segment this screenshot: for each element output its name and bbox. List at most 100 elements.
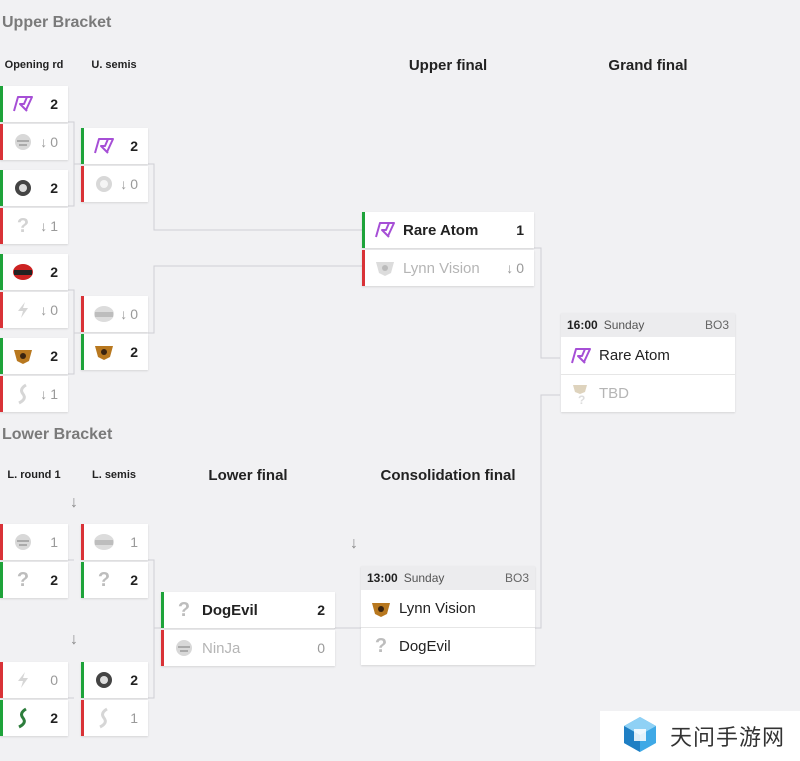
team-slot[interactable]: ↓0 — [81, 296, 148, 332]
team-score: 1 — [130, 534, 138, 550]
lynn-vision-logo-icon — [12, 345, 34, 367]
round-header-l-semis: L. semis — [91, 469, 137, 481]
svg-text:?: ? — [578, 393, 585, 405]
team-slot[interactable]: Rare Atom 1 — [362, 212, 534, 248]
team-score: 2 — [130, 138, 138, 154]
team-score: 2 — [50, 348, 58, 364]
ninja-logo-icon — [12, 531, 34, 553]
match-header: 13:00 Sunday BO3 — [361, 566, 535, 590]
arrow-down-icon: ↓ — [350, 535, 358, 552]
team-slot[interactable]: ↓1 — [0, 376, 68, 412]
question-mark-icon: ? — [97, 568, 111, 591]
dogevil-logo-icon — [93, 669, 115, 691]
lynn-vision-logo-icon — [93, 341, 115, 363]
team-name: NinJa — [202, 639, 241, 657]
round-header-consolidation-final: Consolidation final — [380, 467, 516, 484]
round-header-opening: Opening rd — [4, 59, 64, 71]
team-score: 1 — [516, 222, 524, 238]
team-slot[interactable]: ? ↓1 — [0, 208, 68, 244]
dogevil-logo-icon — [93, 173, 115, 195]
match-grand-final[interactable]: 16:00 Sunday BO3 Rare Atom ? TBD — [561, 313, 735, 412]
match-header: 16:00 Sunday BO3 — [561, 313, 735, 337]
question-mark-icon: ? — [177, 598, 191, 621]
team-slot[interactable]: 2 — [81, 128, 148, 164]
round-header-lower-final: Lower final — [208, 467, 288, 484]
team-slot[interactable]: 2 — [81, 334, 148, 370]
team-score: 0 — [317, 640, 325, 656]
team-score: 2 — [50, 180, 58, 196]
team-slot[interactable]: 2 — [0, 170, 68, 206]
match-time: 13:00 — [367, 571, 398, 585]
lightning-logo-icon — [12, 669, 34, 691]
lynn-vision-logo-icon — [370, 598, 392, 620]
team-name: Lynn Vision — [399, 600, 476, 617]
question-mark-icon: ? — [16, 214, 30, 237]
team-slot[interactable]: Rare Atom — [561, 337, 735, 374]
lynn-vision-logo-icon — [374, 257, 396, 279]
round-header-upper-final: Upper final — [408, 57, 488, 74]
match-format: BO3 — [504, 571, 529, 585]
rare-atom-logo-icon — [12, 93, 34, 115]
team-slot[interactable]: 2 — [0, 254, 68, 290]
team-score: 0 — [130, 176, 138, 192]
team-slot[interactable]: ? TBD — [561, 375, 735, 412]
team-slot[interactable]: NinJa 0 — [161, 630, 335, 666]
team-name: TBD — [599, 385, 629, 402]
team-score: 1 — [50, 386, 58, 402]
team-score: 2 — [130, 344, 138, 360]
team-slot[interactable]: 1 — [0, 524, 68, 560]
team-score: 0 — [50, 672, 58, 688]
team-slot[interactable]: Lynn Vision ↓0 — [362, 250, 534, 286]
match-time: 16:00 — [567, 318, 598, 332]
team-slot[interactable]: 2 — [0, 700, 68, 736]
team-slot[interactable]: 2 — [0, 338, 68, 374]
lightning-logo-icon — [12, 299, 34, 321]
watermark: 天问手游网 — [600, 711, 800, 761]
match-day: Sunday — [403, 571, 445, 585]
team-slot[interactable]: ? 2 — [81, 562, 148, 598]
rare-atom-logo-icon — [93, 135, 115, 157]
team-score: 2 — [50, 264, 58, 280]
team-slot[interactable]: Lynn Vision — [361, 590, 535, 627]
ninja-logo-icon — [173, 637, 195, 659]
round-header-u-semis: U. semis — [91, 59, 137, 71]
team-score: 0 — [50, 302, 58, 318]
team-score: 2 — [50, 572, 58, 588]
team-slot[interactable]: ↓0 — [0, 292, 68, 328]
team-score: 2 — [50, 96, 58, 112]
team-score: 1 — [50, 534, 58, 550]
rare-atom-logo-icon — [570, 345, 592, 367]
team-slot[interactable]: ↓0 — [0, 124, 68, 160]
match-format: BO3 — [704, 318, 729, 332]
team-slot[interactable]: ? 2 — [0, 562, 68, 598]
team-name: Lynn Vision — [403, 259, 480, 277]
team-slot[interactable]: 1 — [81, 700, 148, 736]
lizard-logo-icon — [12, 383, 34, 405]
match-day: Sunday — [603, 318, 645, 332]
round-header-l-round-1: L. round 1 — [7, 469, 61, 481]
team-slot[interactable]: 2 — [81, 662, 148, 698]
team-score: 1 — [130, 710, 138, 726]
team-score: 0 — [50, 134, 58, 150]
team-name: Rare Atom — [599, 347, 670, 364]
team-slot[interactable]: 1 — [81, 524, 148, 560]
arrow-down-icon: ↓ — [70, 631, 78, 648]
watermark-text: 天问手游网 — [670, 725, 786, 750]
team-slot[interactable]: ? DogEvil — [361, 628, 535, 665]
lower-bracket-title: Lower Bracket — [2, 426, 113, 443]
rare-atom-logo-icon — [374, 219, 396, 241]
team-slot[interactable]: ↓0 — [81, 166, 148, 202]
lizard-logo-icon — [12, 707, 34, 729]
round-header-grand-final: Grand final — [608, 57, 688, 74]
match-consolidation-final[interactable]: 13:00 Sunday BO3 Lynn Vision ? DogEvil — [361, 566, 535, 665]
question-mark-icon: ? — [374, 635, 388, 657]
team-slot[interactable]: 0 — [0, 662, 68, 698]
team-slot[interactable]: 2 — [0, 86, 68, 122]
tyloo-logo-icon — [93, 303, 115, 325]
team-score: 0 — [130, 306, 138, 322]
team-score: 2 — [50, 710, 58, 726]
team-slot[interactable]: ? DogEvil 2 — [161, 592, 335, 628]
tbd-logo-icon: ? — [570, 383, 592, 405]
team-score: 1 — [50, 218, 58, 234]
